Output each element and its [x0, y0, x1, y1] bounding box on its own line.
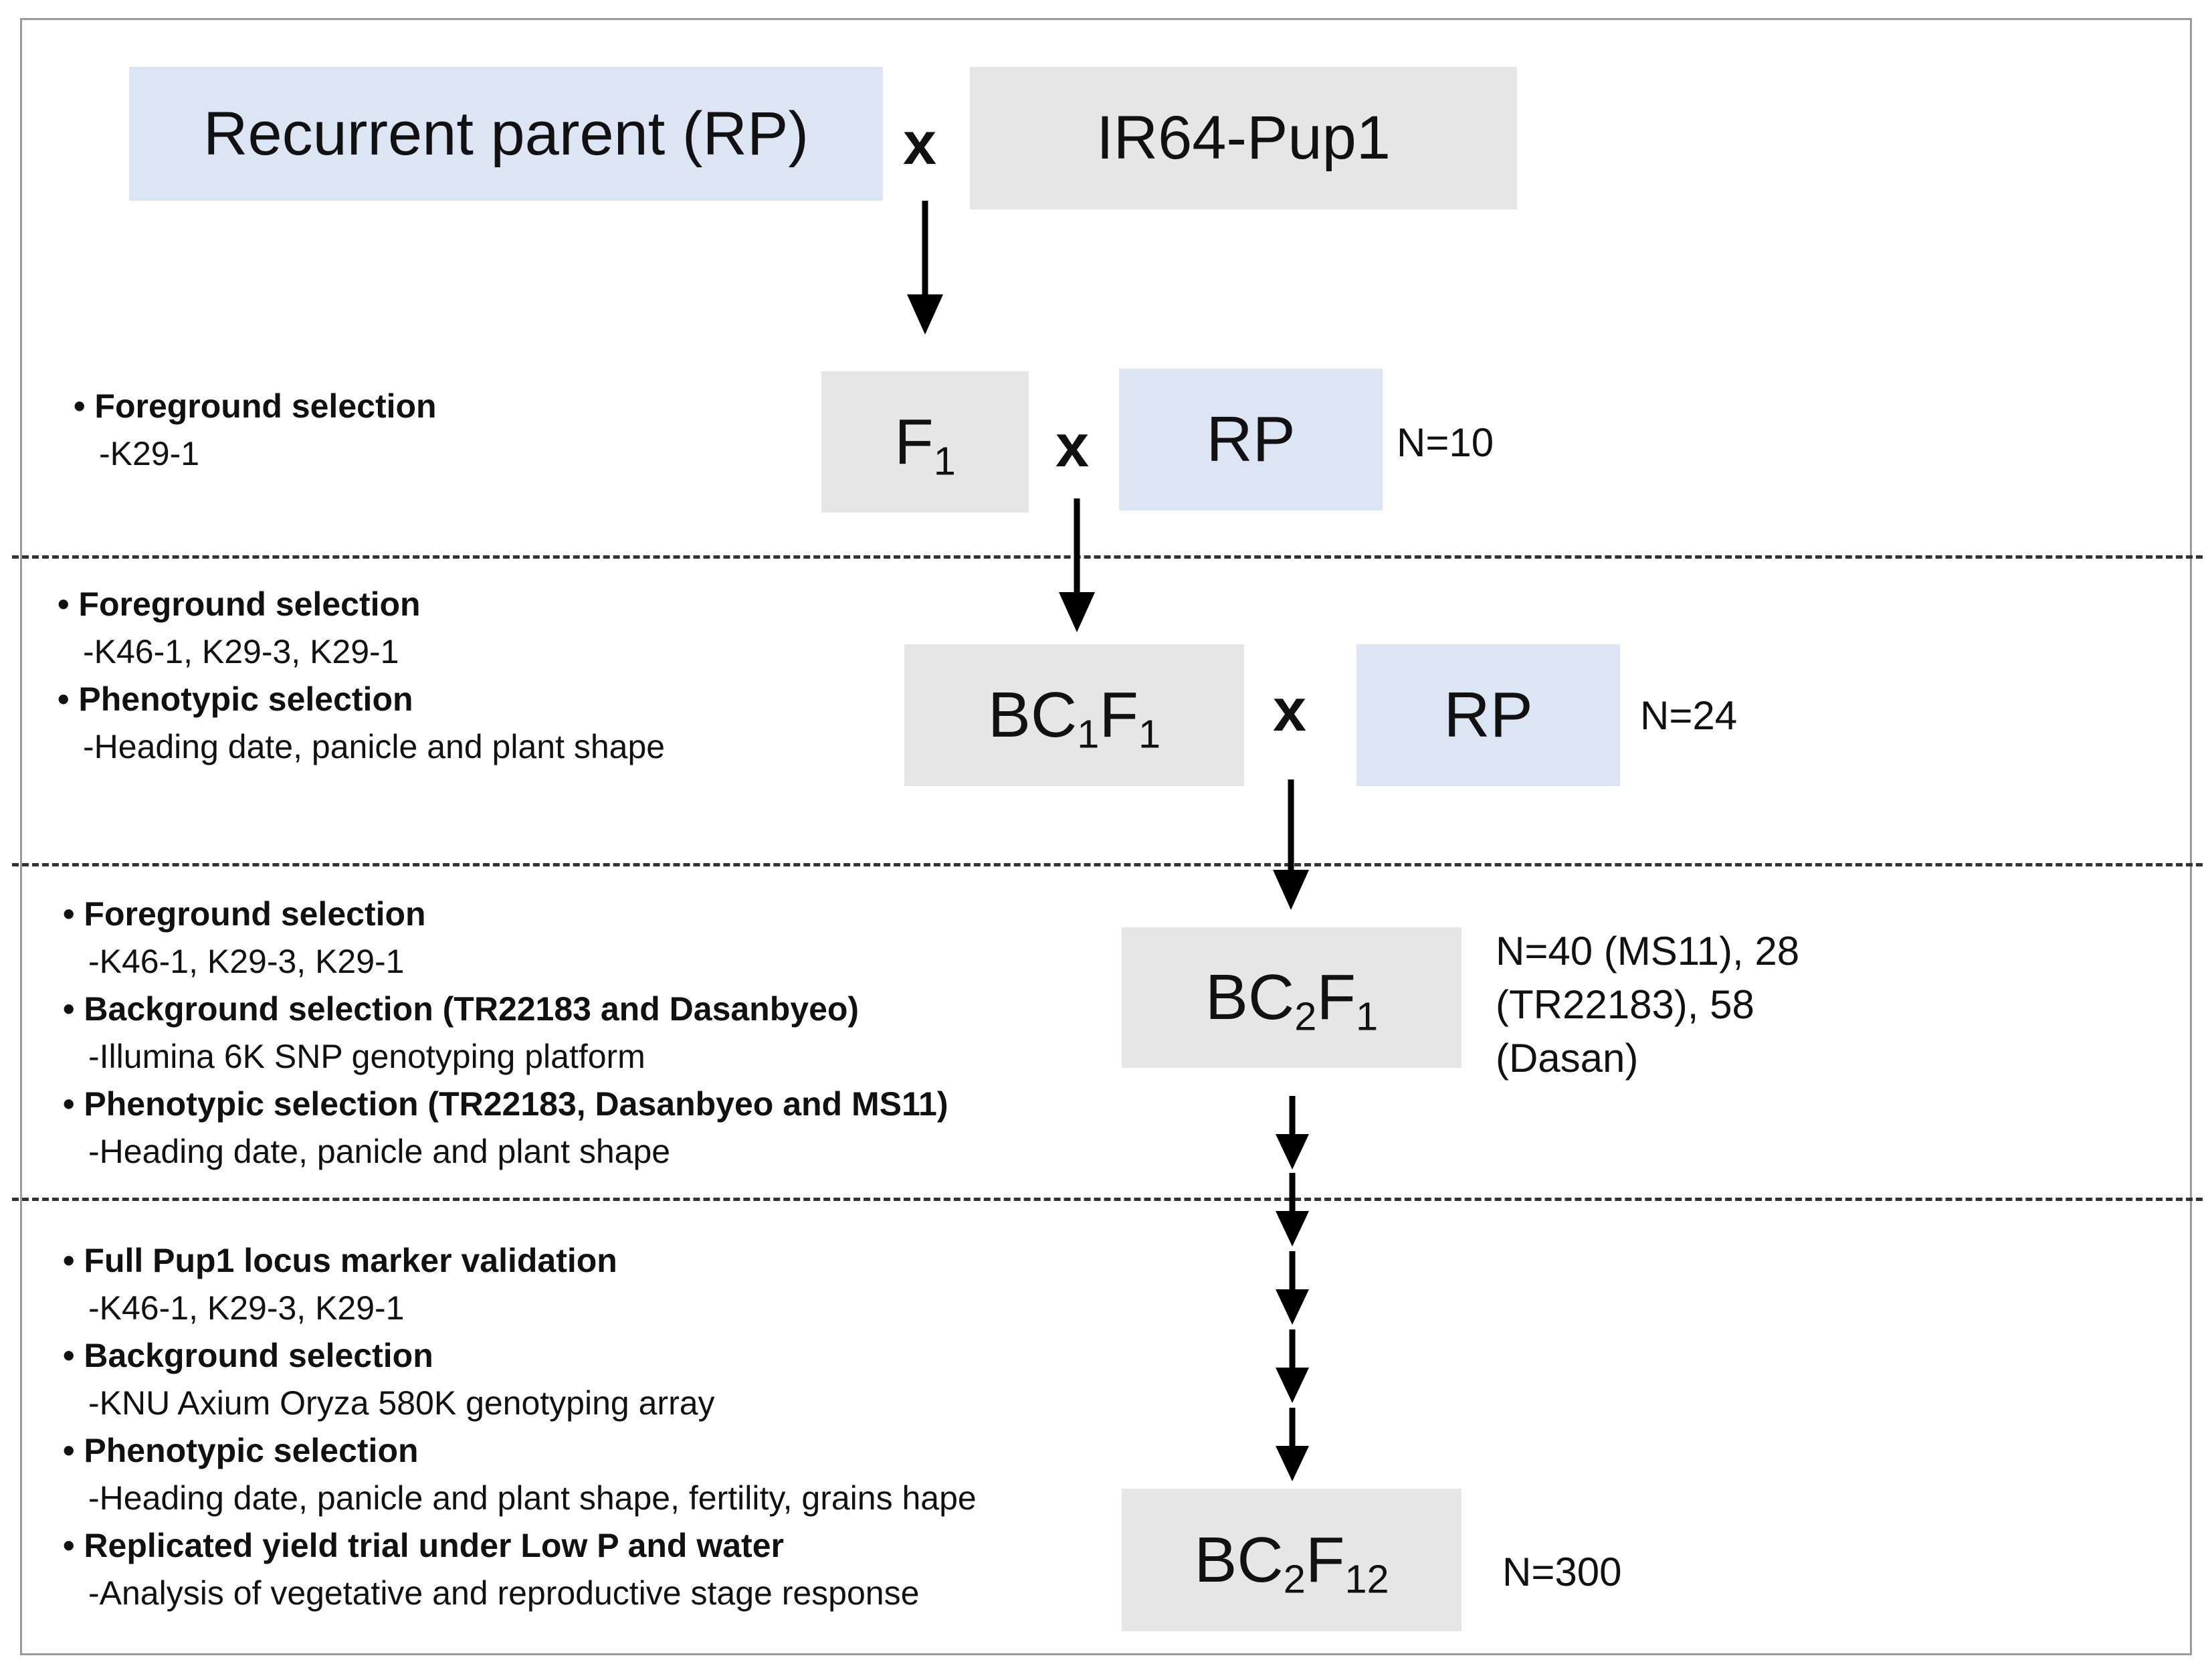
- note-detail: -Heading date, panicle and plant shape, …: [88, 1479, 977, 1517]
- note-heading: Background selection: [63, 1332, 977, 1380]
- donor-parent-label: IR64-Pup1: [1096, 104, 1391, 172]
- arrow-head: [1276, 1134, 1309, 1170]
- bc2f12-box: BC2F12: [1122, 1489, 1462, 1631]
- section-divider-2: [12, 863, 2203, 866]
- arrow-head: [1276, 1446, 1309, 1481]
- notes-bc2f1: Foreground selection -K46-1, K29-3, K29-…: [63, 891, 948, 1176]
- figure-frame: [20, 18, 2192, 1655]
- note-detail: -K46-1, K29-3, K29-1: [88, 943, 405, 980]
- donor-parent-box: IR64-Pup1: [970, 67, 1517, 209]
- f1-box: F1: [821, 371, 1029, 513]
- note-detail: -K46-1, K29-3, K29-1: [88, 1289, 405, 1327]
- population-size-row5: N=300: [1502, 1550, 1622, 1594]
- note-detail: -Analysis of vegetative and reproductive…: [88, 1574, 920, 1612]
- bc1f1-box: BC1F1: [904, 644, 1244, 786]
- population-size-row2: N=10: [1397, 420, 1494, 465]
- note-heading: Foreground selection: [74, 383, 436, 430]
- note-heading: Phenotypic selection: [63, 1427, 977, 1475]
- cross-symbol-row1: x: [903, 110, 937, 177]
- recurrent-parent-box: Recurrent parent (RP): [129, 67, 883, 201]
- note-detail: -Illumina 6K SNP genotyping platform: [88, 1038, 645, 1075]
- rp-box-row3: RP: [1356, 644, 1620, 786]
- note-detail: -K29-1: [99, 435, 200, 472]
- notes-bc1f1: Foreground selection -K46-1, K29-3, K29-…: [58, 581, 665, 771]
- f1-label: F1: [894, 405, 956, 484]
- arrow-head: [1273, 870, 1309, 910]
- note-detail: -Heading date, panicle and plant shape: [88, 1133, 671, 1170]
- population-size-row3: N=24: [1640, 693, 1738, 738]
- rp-label-row3: RP: [1443, 679, 1533, 751]
- arrow-head: [1059, 592, 1095, 632]
- notes-f1: Foreground selection -K29-1: [74, 383, 436, 478]
- rp-label-row2: RP: [1206, 403, 1296, 475]
- bc2f1-box: BC2F1: [1122, 927, 1462, 1068]
- note-heading: Phenotypic selection: [58, 676, 665, 723]
- recurrent-parent-label: Recurrent parent (RP): [203, 99, 809, 168]
- note-heading: Phenotypic selection (TR22183, Dasanbyeo…: [63, 1081, 948, 1128]
- section-divider-3: [12, 1198, 2203, 1201]
- note-detail: -KNU Axium Oryza 580K genotyping array: [88, 1384, 715, 1422]
- cross-symbol-row2: x: [1055, 413, 1090, 480]
- arrow-head: [1276, 1289, 1309, 1325]
- note-detail: -K46-1, K29-3, K29-1: [83, 633, 399, 670]
- arrow-head: [1276, 1211, 1309, 1246]
- section-divider-1: [12, 555, 2203, 559]
- arrow-head: [1276, 1368, 1309, 1403]
- notes-bc2f12: Full Pup1 locus marker validation -K46-1…: [63, 1237, 977, 1617]
- population-size-row4: N=40 (MS11), 28 (TR22183), 58 (Dasan): [1496, 929, 1800, 1081]
- note-heading: Replicated yield trial under Low P and w…: [63, 1522, 977, 1570]
- rp-box-row2: RP: [1119, 369, 1383, 510]
- note-heading: Foreground selection: [63, 891, 948, 938]
- arrow-head: [907, 294, 943, 335]
- note-heading: Background selection (TR22183 and Dasanb…: [63, 986, 948, 1033]
- note-heading: Foreground selection: [58, 581, 665, 628]
- note-heading: Full Pup1 locus marker validation: [63, 1237, 977, 1285]
- cross-symbol-row3: x: [1273, 677, 1307, 744]
- bc1f1-label: BC1F1: [987, 679, 1161, 757]
- bc2f12-label: BC2F12: [1194, 1523, 1389, 1602]
- bc2f1-label: BC2F1: [1205, 961, 1379, 1039]
- note-detail: -Heading date, panicle and plant shape: [83, 728, 666, 765]
